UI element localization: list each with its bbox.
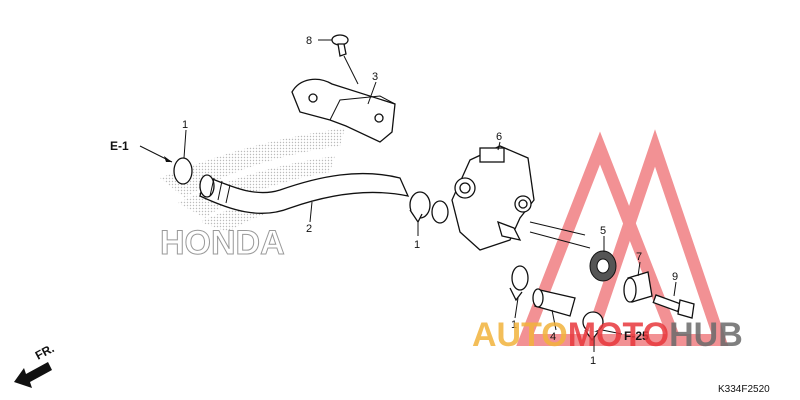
diagram-code: K334F2520 (718, 384, 770, 395)
part-label-1: 1 (414, 239, 420, 251)
front-direction-arrow: FR. (14, 341, 56, 388)
wordmark-text: AUTOMOTOHUB (472, 316, 743, 354)
wordmark-hub: HUB (669, 316, 743, 354)
tube (532, 288, 576, 317)
wordmark-auto: AUTO (472, 316, 568, 354)
part-label-5: 5 (600, 225, 606, 237)
part-label-1: 1 (182, 119, 188, 131)
part-label-7: 7 (636, 251, 642, 263)
hose-clips (173, 157, 604, 342)
reference-f25: F-25 (624, 329, 649, 343)
reference-e1: E-1 (110, 139, 129, 153)
part-label-8: 8 (306, 35, 312, 47)
wordmark-moto: MOTO (568, 316, 669, 354)
part-label-1: 1 (590, 355, 596, 367)
part-label-2: 2 (306, 223, 312, 235)
air-valve (431, 145, 535, 251)
part-number-labels: 8 3 1 6 2 1 5 7 9 1 4 1 (182, 35, 678, 367)
front-label: FR. (33, 341, 57, 362)
collar (623, 271, 653, 303)
air-hose (199, 172, 410, 214)
leader-lines (139, 39, 677, 352)
honda-wordmark: HONDA (160, 224, 285, 262)
grommet (589, 250, 617, 282)
bolt (652, 294, 695, 319)
bracket-part (291, 78, 396, 143)
screw (331, 34, 349, 57)
automotohub-wordmark: AUTOMOTOHUB (472, 316, 743, 354)
watermark-triangles (516, 129, 729, 346)
part-label-3: 3 (372, 71, 378, 83)
part-label-1: 1 (511, 319, 517, 331)
part-label-6: 6 (496, 131, 502, 143)
part-label-4: 4 (550, 331, 556, 343)
part-label-9: 9 (672, 271, 678, 283)
